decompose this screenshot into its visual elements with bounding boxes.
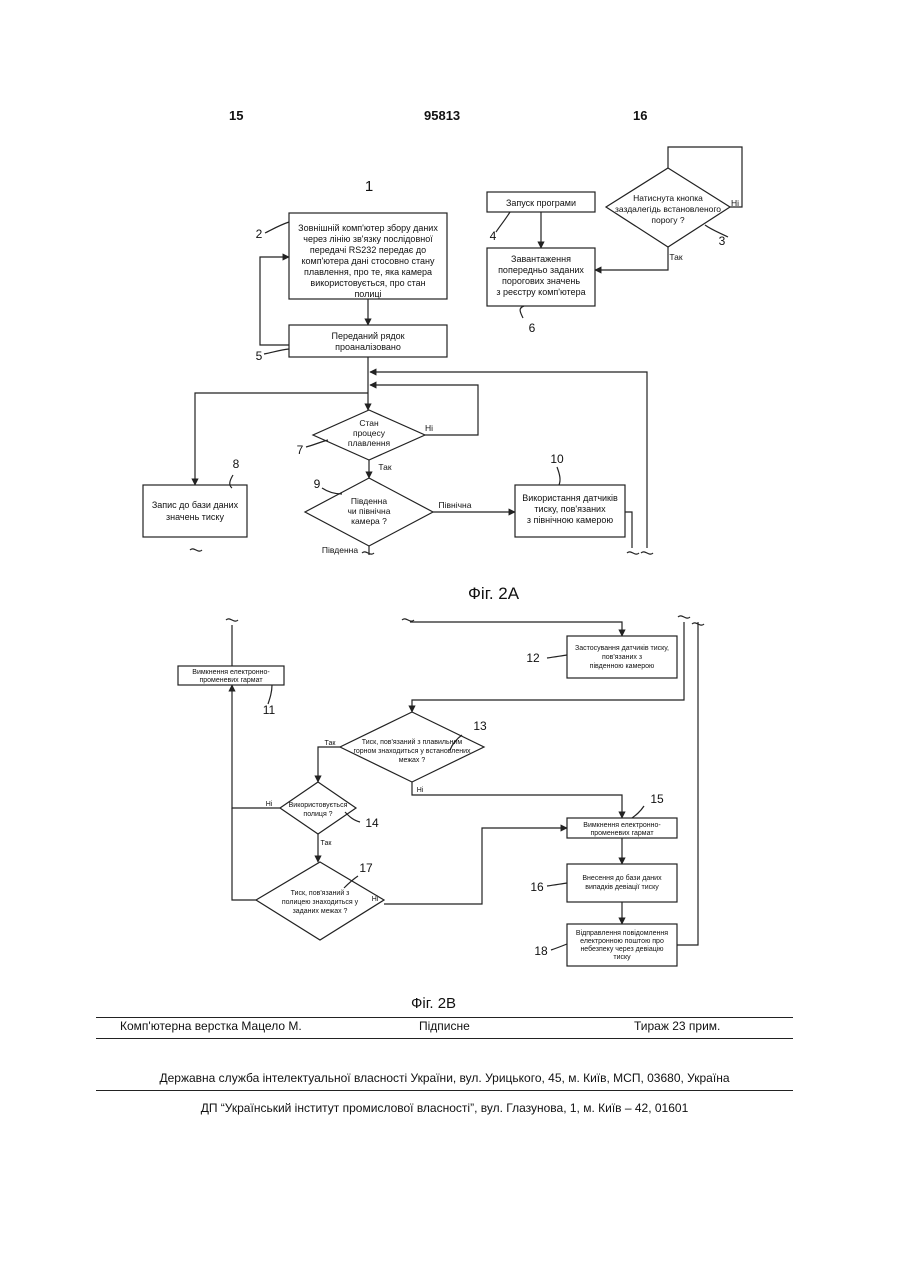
- label-no-17: Ні: [372, 895, 379, 903]
- label-no-13: Ні: [417, 786, 424, 794]
- label-yes-13: Так: [325, 740, 337, 747]
- label-yes-3: Так: [669, 252, 683, 262]
- figure-caption-2b: Фіг. 2В: [411, 995, 456, 1012]
- box2-line-1: через лінію зв'язку послідовної: [303, 234, 433, 244]
- box18-line-2: небезпеку через девіацію: [580, 945, 663, 953]
- diamond7-line-1: процесу: [353, 428, 386, 438]
- signed-note: Підписне: [419, 1019, 470, 1033]
- diamond3-line-2: порогу ?: [651, 215, 684, 225]
- institute-address: ДП “Український інститут промислової вла…: [96, 1101, 793, 1115]
- diamond17-line-0: Тиск, пов'язаний з: [291, 889, 350, 897]
- ref-16: 16: [530, 880, 544, 894]
- label-no-7: Ні: [425, 423, 433, 433]
- box6-line-1: попередньо заданих: [498, 265, 584, 275]
- box18-line-1: електронною поштою про: [580, 938, 664, 945]
- box2-line-4: плавлення, про те, яка камера: [304, 267, 432, 277]
- box10-line-2: з північною камерою: [527, 515, 614, 525]
- box15-line-0: Вимкнення електронно-: [583, 822, 661, 829]
- ref-2: 2: [256, 227, 263, 241]
- box2-line-3: комп'ютера дані стосовно стану: [301, 256, 435, 266]
- box12-line-2: південною камерою: [590, 662, 655, 670]
- diamond7-line-2: плавлення: [348, 438, 391, 448]
- diamond7-line-0: Стан: [359, 418, 379, 428]
- box12-line-1: пов'язаних з: [602, 654, 642, 661]
- ref-10: 10: [550, 452, 564, 466]
- diamond13-line-0: Тиск, пов'язаний з плавильним: [362, 738, 463, 746]
- ref-8: 8: [233, 457, 240, 471]
- label-yes-7: Так: [378, 462, 392, 472]
- compiler-credit: Комп'ютерна верстка Мацело М.: [120, 1019, 302, 1033]
- box16-line-0: Внесення до бази даних: [582, 874, 662, 882]
- ref-7: 7: [297, 443, 304, 457]
- ref-13: 13: [473, 719, 487, 733]
- box2-line-2: передачі RS232 передає до: [310, 245, 426, 255]
- box-5: [289, 325, 447, 357]
- diamond9-line-0: Південна: [351, 496, 387, 506]
- ref-5: 5: [256, 349, 263, 363]
- box11-line-1: променевих гармат: [199, 677, 263, 684]
- box8-line-0: Запис до бази даних: [152, 500, 239, 510]
- diamond14-line-1: полиця ?: [303, 811, 332, 818]
- diamond14-line-0: Використовується: [289, 802, 348, 809]
- box2-line-5: використовується, про стан: [310, 278, 425, 288]
- diamond13-line-1: горном знаходиться у встановлених: [353, 748, 471, 755]
- ref-3: 3: [719, 234, 726, 248]
- box-16: [567, 864, 677, 902]
- diamond3-line-1: заздалегідь встановленого: [615, 204, 721, 214]
- diamond17-line-1: полицею знаходиться у: [282, 899, 359, 906]
- figure-marker-1: 1: [365, 178, 373, 195]
- ref-11: 11: [263, 703, 276, 717]
- box-8: [143, 485, 247, 537]
- box15-line-1: променевих гармат: [590, 830, 654, 837]
- box5-line-0: Переданий рядок: [331, 331, 404, 341]
- box8-line-1: значень тиску: [166, 512, 224, 522]
- box18-line-3: тиску: [613, 954, 631, 961]
- box6-line-2: порогових значень: [502, 276, 580, 286]
- box5-line-1: проаналізовано: [335, 342, 401, 352]
- agency-address: Державна служба інтелектуальної власност…: [96, 1071, 793, 1085]
- box10-line-0: Використання датчиків: [522, 493, 618, 503]
- box4-text: Запуск програми: [506, 198, 576, 208]
- ref-18: 18: [534, 944, 548, 958]
- diamond-13: [340, 712, 484, 782]
- ref-14: 14: [365, 816, 379, 830]
- box10-line-1: тиску, пов'язаних: [534, 504, 606, 514]
- box2-line-6: полиці: [354, 289, 381, 299]
- footer-rule-bottom: [96, 1090, 793, 1091]
- box11-line-0: Вимкнення електронно-: [192, 669, 270, 676]
- box6-line-3: з реєстру комп'ютера: [496, 287, 585, 297]
- box12-line-0: Застосування датчиків тиску,: [575, 644, 669, 652]
- ref-9: 9: [314, 477, 321, 491]
- box2-line-0: Зовнішній комп'ютер збору даних: [298, 223, 438, 233]
- box16-line-1: випадків девіації тиску: [585, 883, 659, 891]
- ref-6: 6: [529, 321, 536, 335]
- ref-17: 17: [359, 861, 373, 875]
- diamond17-line-2: заданих межах ?: [293, 908, 348, 915]
- ref-15: 15: [650, 792, 664, 806]
- figure-caption-2a: Фіг. 2А: [468, 584, 519, 604]
- label-no-14: Ні: [266, 800, 273, 808]
- ref-12: 12: [526, 651, 540, 665]
- label-south: Південна: [322, 545, 358, 555]
- ref-4: 4: [490, 229, 497, 243]
- label-no-3: Ні: [731, 198, 739, 208]
- box6-line-0: Завантаження: [511, 254, 571, 264]
- diamond9-line-2: камера ?: [351, 516, 387, 526]
- footer-rule-top: [96, 1017, 793, 1018]
- label-north: Північна: [439, 500, 472, 510]
- circulation-note: Тираж 23 прим.: [634, 1019, 720, 1033]
- diamond3-line-0: Натиснута кнопка: [633, 193, 703, 203]
- diamond9-line-1: чи північна: [348, 506, 391, 516]
- diamond13-line-2: межах ?: [399, 757, 426, 764]
- box18-line-0: Відправлення повідомлення: [576, 929, 668, 937]
- label-yes-14: Так: [321, 840, 333, 847]
- footer-rule-middle: [96, 1038, 793, 1039]
